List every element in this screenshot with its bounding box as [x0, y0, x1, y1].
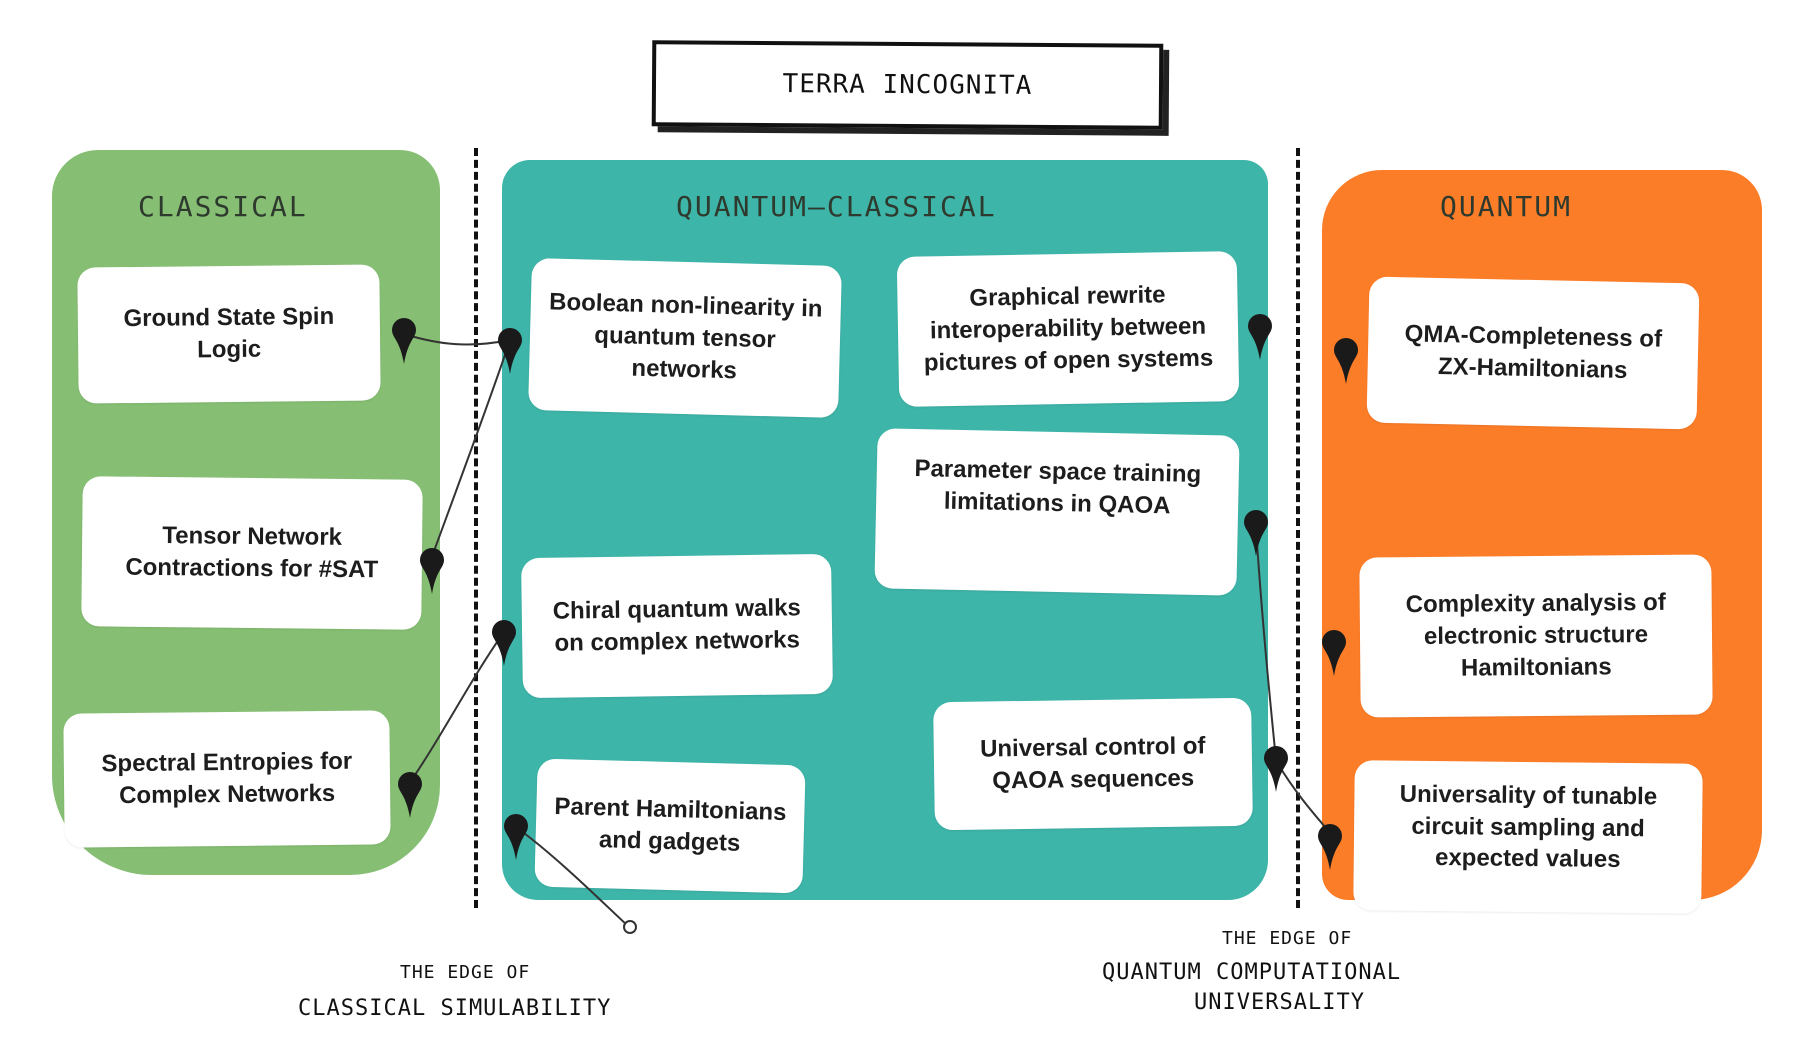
- map-pin-icon: [1334, 338, 1358, 384]
- edge-label-classical-top: THE EDGE OF: [400, 962, 531, 983]
- card-label: Parameter space training limitations in …: [914, 455, 1202, 520]
- card-label: Graphical rewrite interoperability betwe…: [923, 281, 1214, 377]
- card-boolean-nonlinearity[interactable]: Boolean non-linearity in quantum tensor …: [528, 257, 842, 419]
- card-complexity-electronic-structure[interactable]: Complexity analysis of electronic struct…: [1359, 554, 1713, 718]
- column-title-quantum: QUANTUM: [1440, 190, 1573, 223]
- connector-end-circle: [623, 920, 637, 934]
- diagram-title: TERRA INCOGNITA: [782, 69, 1033, 101]
- map-pin-icon: [498, 328, 522, 374]
- column-title-quantum-classical: QUANTUM–CLASSICAL: [676, 190, 997, 223]
- card-chiral-quantum-walks[interactable]: Chiral quantum walks on complex networks: [521, 553, 833, 699]
- map-pin-icon: [1264, 746, 1288, 792]
- map-pin-icon: [1244, 510, 1268, 556]
- card-label: Spectral Entropies for Complex Networks: [101, 748, 353, 810]
- card-parent-hamiltonians[interactable]: Parent Hamiltonians and gadgets: [534, 758, 806, 894]
- edge-label-quantum-mid: QUANTUM COMPUTATIONAL: [1102, 960, 1402, 985]
- card-tensor-network-sat[interactable]: Tensor Network Contractions for #SAT: [81, 476, 423, 630]
- map-pin-icon: [504, 814, 528, 860]
- card-label: Tensor Network Contractions for #SAT: [125, 522, 379, 584]
- map-pin-icon: [1322, 630, 1346, 676]
- map-pin-icon: [1248, 314, 1272, 360]
- edge-label-classical-bottom: CLASSICAL SIMULABILITY: [298, 996, 612, 1021]
- card-label: QMA-Completeness of ZX-Hamiltonians: [1404, 320, 1663, 384]
- card-graphical-rewrite[interactable]: Graphical rewrite interoperability betwe…: [896, 251, 1240, 407]
- map-pin-icon: [398, 772, 422, 818]
- card-ground-state-spin-logic[interactable]: Ground State Spin Logic: [77, 264, 381, 404]
- card-label: Complexity analysis of electronic struct…: [1405, 589, 1666, 682]
- map-pin-icon: [392, 318, 416, 364]
- card-spectral-entropies[interactable]: Spectral Entropies for Complex Networks: [63, 710, 391, 848]
- card-label: Chiral quantum walks on complex networks: [552, 594, 801, 657]
- column-title-classical: CLASSICAL: [138, 190, 308, 223]
- card-label: Ground State Spin Logic: [123, 303, 335, 364]
- card-parameter-space-training[interactable]: Parameter space training limitations in …: [874, 428, 1240, 596]
- card-label: Parent Hamiltonians and gadgets: [554, 793, 787, 857]
- title-box: TERRA INCOGNITA: [651, 40, 1164, 130]
- map-pin-icon: [420, 548, 444, 594]
- divider-classical-simulability: [474, 148, 478, 908]
- divider-quantum-universality: [1296, 148, 1300, 908]
- map-pin-icon: [1318, 824, 1342, 870]
- edge-label-quantum-top: THE EDGE OF: [1222, 928, 1353, 949]
- card-qma-completeness[interactable]: QMA-Completeness of ZX-Hamiltonians: [1366, 276, 1700, 430]
- card-label: Boolean non-linearity in quantum tensor …: [548, 288, 823, 385]
- card-universality-circuit-sampling[interactable]: Universality of tunable circuit sampling…: [1353, 760, 1703, 914]
- card-label: Universality of tunable circuit sampling…: [1399, 780, 1658, 874]
- edge-label-quantum-bottom: UNIVERSALITY: [1194, 990, 1365, 1015]
- card-universal-control-qaoa[interactable]: Universal control of QAOA sequences: [933, 697, 1253, 831]
- map-pin-icon: [492, 620, 516, 666]
- card-label: Universal control of QAOA sequences: [979, 732, 1206, 795]
